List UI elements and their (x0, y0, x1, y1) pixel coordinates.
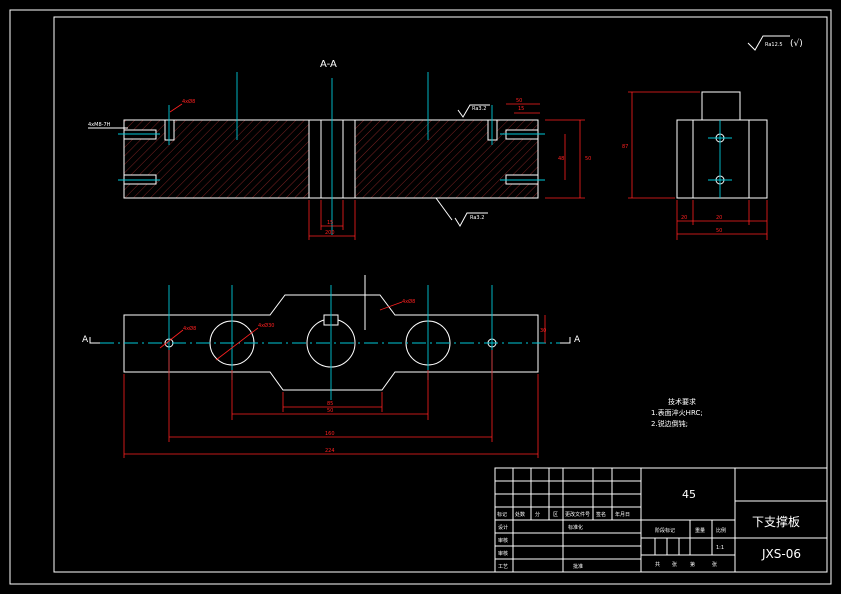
svg-text:设计: 设计 (498, 524, 508, 531)
svg-text:年月日: 年月日 (615, 511, 630, 518)
svg-text:审核: 审核 (498, 537, 508, 544)
svg-text:85: 85 (327, 401, 333, 407)
section-label: A-A (320, 59, 337, 70)
svg-text:比例: 比例 (716, 527, 726, 534)
hole-callout: 4xM8-7H (88, 122, 111, 128)
svg-text:处数: 处数 (515, 511, 525, 518)
svg-text:50: 50 (327, 408, 333, 414)
svg-text:技术要求: 技术要求 (668, 397, 696, 406)
title-block: 标记 处数 分 区 更改文件号 签名 年月日 设计 标准化 审核 审核 工艺 批… (494, 467, 828, 573)
svg-text:1.表面淬火HRC;: 1.表面淬火HRC; (651, 408, 703, 417)
material: 45 (682, 488, 696, 501)
cut-label-left: A (82, 335, 89, 345)
svg-text:第: 第 (690, 561, 695, 568)
svg-text:分: 分 (535, 511, 540, 518)
svg-text:张: 张 (712, 561, 717, 568)
cut-label-right: A (574, 335, 581, 345)
svg-text:50: 50 (716, 228, 722, 234)
svg-text:标准化: 标准化 (568, 524, 583, 531)
svg-text:阶段标记: 阶段标记 (655, 527, 675, 534)
svg-text:87: 87 (622, 144, 628, 150)
svg-text:160: 160 (325, 431, 335, 437)
svg-text:20: 20 (716, 215, 722, 221)
svg-text:48: 48 (558, 156, 564, 162)
svg-text:Ra12.5: Ra12.5 (765, 42, 783, 48)
svg-text:标记: 标记 (497, 511, 507, 518)
svg-text:224: 224 (325, 448, 335, 454)
svg-text:15: 15 (518, 106, 524, 112)
svg-text:20: 20 (681, 215, 687, 221)
inner-border (53, 16, 828, 573)
side-view: 87 20 20 50 (622, 91, 768, 240)
svg-text:30: 30 (540, 328, 546, 334)
svg-text:Ra3.2: Ra3.2 (472, 106, 486, 112)
svg-text:重量: 重量 (695, 527, 705, 534)
roughness-general: Ra12.5 (√) (747, 35, 803, 51)
svg-text:4xØ8: 4xØ8 (402, 298, 415, 305)
svg-text:(√): (√) (790, 38, 803, 49)
svg-text:工艺: 工艺 (498, 564, 508, 570)
svg-text:2.锐边倒钝;: 2.锐边倒钝; (651, 419, 688, 428)
svg-text:1:1: 1:1 (716, 545, 724, 551)
part-name: 下支撑板 (752, 514, 800, 529)
svg-text:签名: 签名 (596, 511, 606, 518)
plan-view: A A 4xØ8 4xØ30 4xØ8 30 85 50 160 224 (82, 275, 581, 458)
svg-text:50: 50 (516, 98, 522, 104)
section-view: A-A 4xM8-7H 4xØ8 Ra3.2 15 50 (88, 59, 591, 240)
svg-text:共: 共 (655, 561, 660, 568)
svg-text:50: 50 (585, 156, 591, 162)
drawing-number: JXS-06 (761, 547, 801, 561)
svg-text:200: 200 (325, 230, 335, 236)
svg-text:更改文件号: 更改文件号 (565, 511, 590, 518)
svg-text:区: 区 (553, 512, 558, 518)
svg-text:4xØ30: 4xØ30 (258, 322, 274, 329)
svg-text:15: 15 (327, 220, 333, 226)
svg-text:批准: 批准 (573, 563, 583, 570)
outer-border (9, 9, 832, 585)
svg-text:审核: 审核 (498, 550, 508, 557)
svg-text:4xØ8: 4xØ8 (183, 325, 196, 332)
technical-notes: 技术要求 1.表面淬火HRC; 2.锐边倒钝; (651, 397, 703, 428)
svg-text:张: 张 (672, 561, 677, 568)
svg-text:4xØ8: 4xØ8 (182, 98, 195, 105)
svg-text:Ra3.2: Ra3.2 (470, 215, 484, 221)
